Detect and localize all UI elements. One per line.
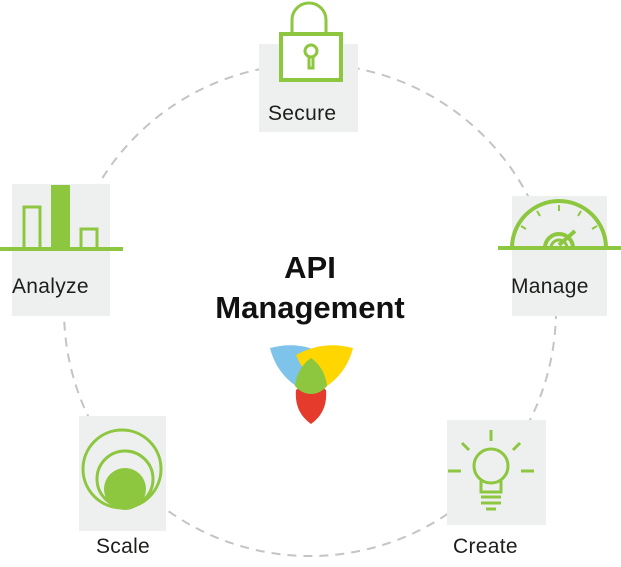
center-title-line2: Management (215, 290, 405, 325)
node-label-create: Create (453, 535, 518, 558)
lightbulb-icon (448, 430, 534, 511)
logo-center-green (295, 358, 327, 394)
lock-icon (279, 1, 343, 82)
node-label-secure: Secure (268, 102, 337, 125)
node-label-manage: Manage (511, 275, 589, 298)
node-label-analyze: Analyze (12, 275, 89, 298)
logo-icon (270, 345, 353, 424)
bar-chart-icon (0, 185, 123, 251)
center-title: API Management (150, 248, 470, 328)
logo-petal-red (295, 384, 327, 424)
gauge-icon (498, 199, 621, 250)
node-label-scale: Scale (96, 535, 151, 558)
concentric-circles-icon (81, 428, 163, 510)
center-title-line1: API (284, 250, 336, 285)
